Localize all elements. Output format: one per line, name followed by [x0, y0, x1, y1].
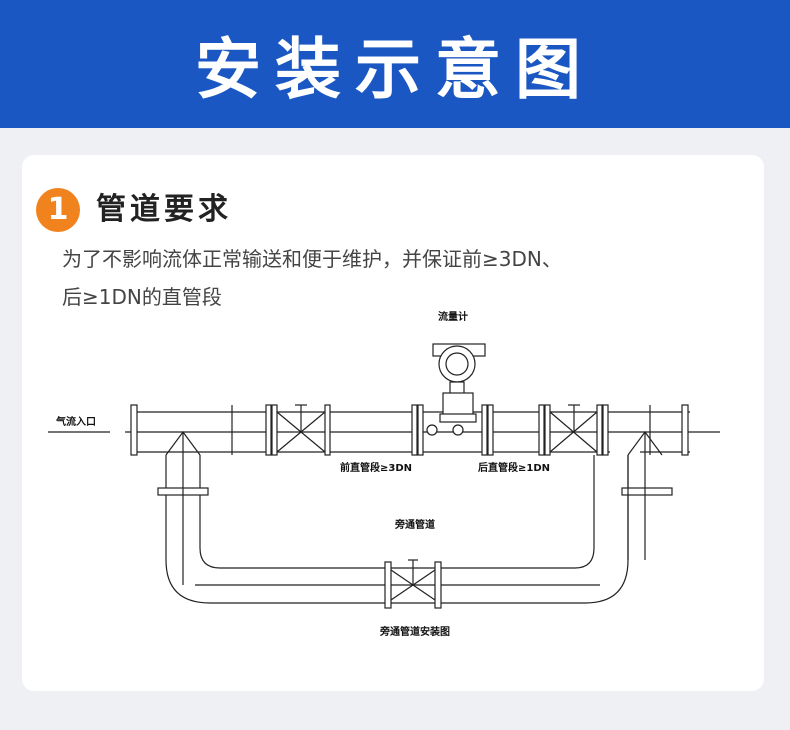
description-line-2: 后≥1DN的直管段: [62, 285, 222, 309]
flowmeter: [426, 343, 486, 436]
bypass-outer: [165, 455, 629, 604]
inlet-label: 气流入口: [55, 415, 96, 428]
section-description: 为了不影响流体正常输送和便于维护，并保证前≥3DN、 后≥1DN的直管段: [62, 240, 702, 316]
flowmeter-label: 流量计: [438, 310, 468, 323]
flanges: [130, 404, 689, 456]
bypass-inner: [199, 455, 595, 569]
header-banner: 安装示意图: [0, 0, 790, 128]
section-number-badge: 1: [36, 188, 80, 232]
rear-straight-label: 后直管段≥1DN: [478, 461, 550, 474]
description-line-1: 为了不影响流体正常输送和便于维护，并保证前≥3DN、: [62, 247, 562, 271]
valve-rear: [549, 404, 598, 453]
front-straight-label: 前直管段≥3DN: [340, 461, 412, 474]
content-card: [22, 155, 764, 691]
bypass-label: 旁通管道: [394, 518, 435, 531]
diagram-caption: 旁通管道安装图: [379, 625, 450, 638]
valve-bypass: [384, 559, 442, 609]
valve-front: [276, 404, 326, 453]
page-title: 安装示意图: [195, 31, 595, 108]
section-title: 管道要求: [96, 192, 232, 227]
